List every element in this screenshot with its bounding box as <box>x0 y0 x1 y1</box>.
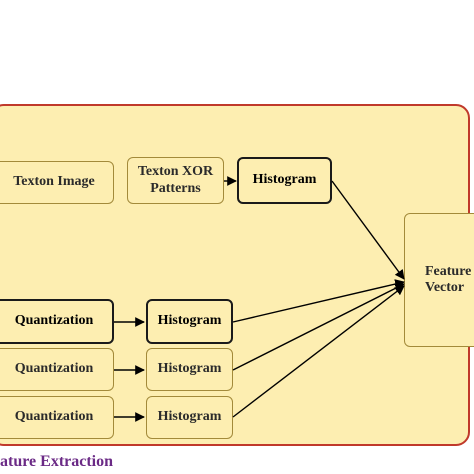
arrow-histogram-top-to-feature <box>331 180 405 280</box>
quantization-2-label: Quantization <box>14 361 94 377</box>
histogram-2-label: Histogram <box>157 361 222 377</box>
texton-xor-label-line2: Patterns <box>150 180 201 196</box>
arrow-hist1-to-feature <box>232 279 405 323</box>
quantization-2-box: Quantization <box>0 348 114 391</box>
texton-xor-patterns-box: Texton XOR Patterns <box>127 157 224 204</box>
feature-vector-box: Feature Vector <box>404 213 474 347</box>
quantization-1-box: Quantization <box>0 299 114 344</box>
quantization-3-box: Quantization <box>0 396 114 439</box>
histogram-top-label: Histogram <box>252 172 317 188</box>
texton-image-box: Texton Image <box>0 161 114 204</box>
histogram-1-label: Histogram <box>157 313 222 329</box>
arrow-hist3-to-feature <box>232 285 405 418</box>
texton-image-label: Texton Image <box>13 174 95 190</box>
quantization-1-label: Quantization <box>14 313 94 329</box>
histogram-2-box: Histogram <box>146 348 233 391</box>
histogram-3-label: Histogram <box>157 409 222 425</box>
histogram-3-box: Histogram <box>146 396 233 439</box>
quantization-3-label: Quantization <box>14 409 94 425</box>
histogram-top-box: Histogram <box>237 157 332 204</box>
arrow-hist2-to-feature <box>232 283 405 371</box>
section-title: ature Extraction <box>0 453 114 470</box>
histogram-1-box: Histogram <box>146 299 233 344</box>
feature-vector-label-line2: Vector <box>425 280 465 295</box>
texton-xor-label-line1: Texton XOR <box>137 164 214 180</box>
feature-vector-label-line1: Feature <box>425 263 472 279</box>
